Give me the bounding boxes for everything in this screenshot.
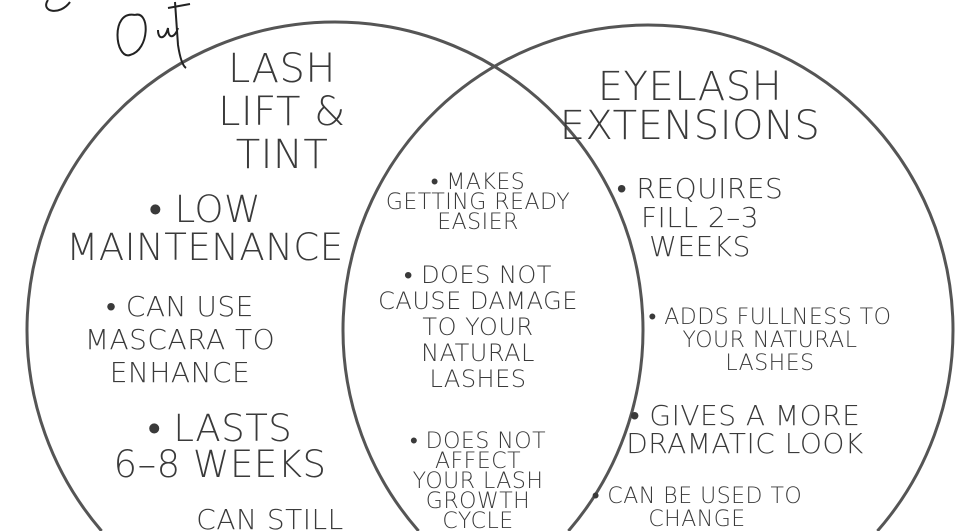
center-item-line: YOUR LASH <box>413 469 544 494</box>
center-item-line: TO YOUR <box>422 313 533 341</box>
right-item-line: DRAMATIC LOOK <box>626 427 864 460</box>
center-item-line: EASIER <box>437 210 519 235</box>
right-title-line: EXTENSIONS <box>560 103 821 149</box>
center-item-line: CAUSE DAMAGE <box>378 287 578 315</box>
center-item-line: LASHES <box>429 365 526 393</box>
right-item-line: YOUR NATURAL <box>683 328 858 353</box>
right-item-line: CHANGE <box>648 507 745 531</box>
center-item-line: NATURAL <box>421 339 535 367</box>
left-item-line: MASCARA TO <box>85 323 275 356</box>
right-item-line: LASHES <box>725 351 814 376</box>
center-item-line: GROWTH <box>426 489 530 514</box>
center-item-line: GETTING READY <box>386 190 570 215</box>
center-item-line: • DOES NOT <box>404 261 552 289</box>
center-item-line: • DOES NOT <box>410 429 546 454</box>
center-item-line: CYCLE <box>442 509 513 531</box>
left-item: CAN STILL <box>196 503 343 531</box>
left-item-line: • CAN USE <box>106 290 254 323</box>
right-item-line: • GIVES A MORE <box>630 399 861 432</box>
center-item-line: AFFECT <box>435 449 521 474</box>
left-item-line: ENHANCE <box>110 356 251 389</box>
left-item-line: • LASTS <box>148 407 293 450</box>
right-title-line: EYELASH <box>598 64 783 110</box>
right-item-line: • CAN BE USED TO <box>592 484 803 509</box>
left-circle <box>25 20 645 531</box>
left-title-line: LIFT & <box>218 89 346 135</box>
left-item-line: 6–8 WEEKS <box>114 443 327 486</box>
left-item-line: MAINTENANCE <box>66 226 343 269</box>
signature-logo <box>45 0 191 69</box>
left-item-line: • LOW <box>149 188 261 231</box>
right-item-line: FILL 2–3 <box>641 201 759 234</box>
left-title-line: LASH <box>228 46 336 92</box>
right-item-line: • REQUIRES <box>617 172 784 205</box>
right-item-line: • ADDS FULLNESS TO <box>649 305 892 330</box>
right-circle <box>341 23 955 531</box>
left-item-line: CAN STILL <box>196 503 343 531</box>
center-item-line: • MAKES <box>431 170 526 195</box>
left-title-line: TINT <box>236 132 329 178</box>
right-item-line: WEEKS <box>649 230 751 263</box>
